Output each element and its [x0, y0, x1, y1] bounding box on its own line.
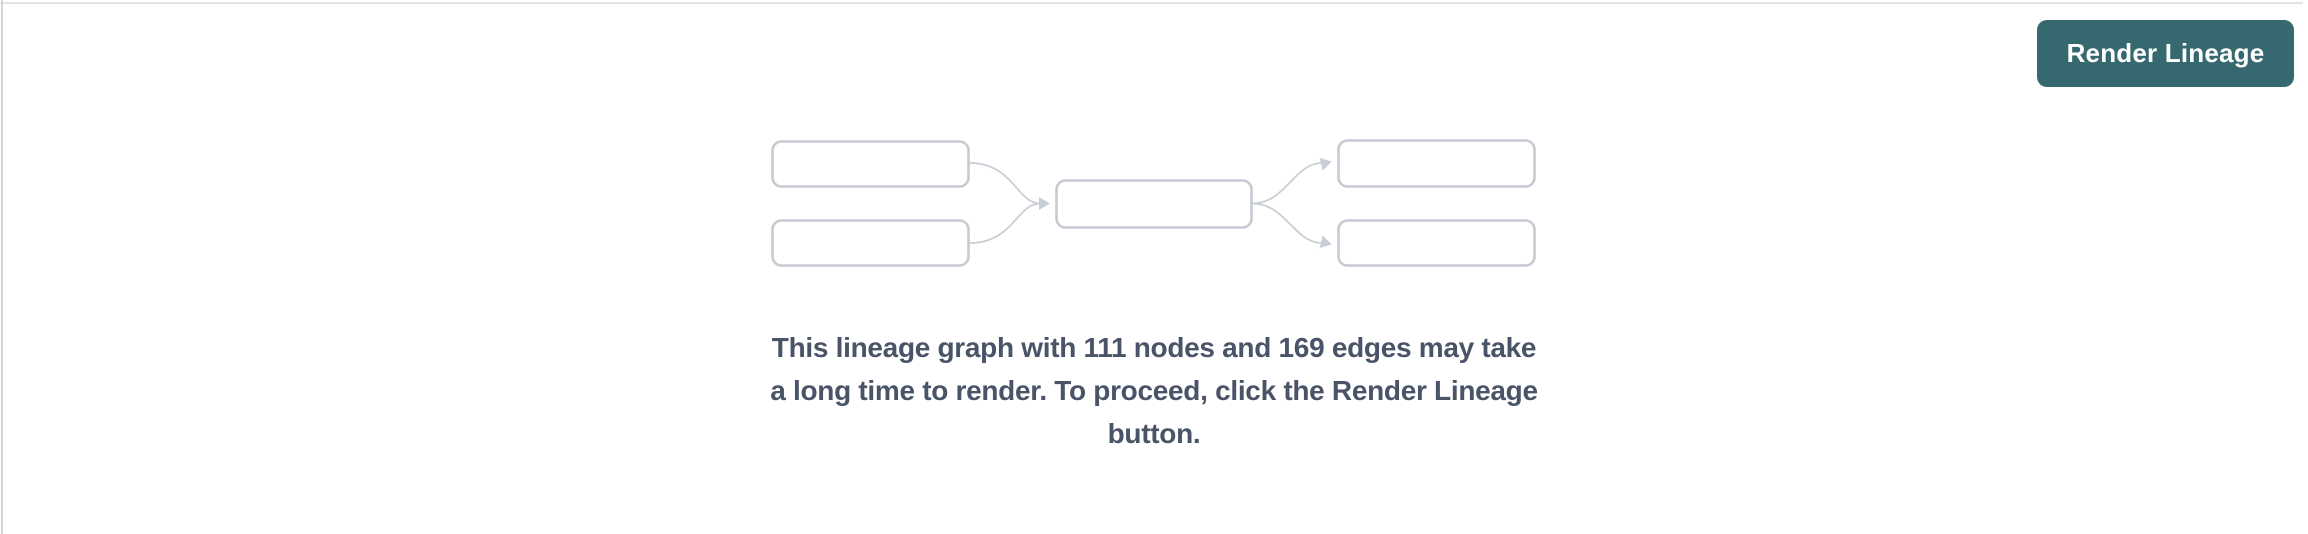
- placeholder-arrowheads: [1039, 157, 1332, 249]
- message-line-1: This lineage graph with 111 nodes and 16…: [771, 332, 1537, 363]
- message-line-3: button.: [1107, 418, 1201, 449]
- lineage-graph-placeholder-icon: [771, 139, 1536, 267]
- render-lineage-button[interactable]: Render Lineage: [2037, 20, 2294, 87]
- lineage-warning-message: This lineage graph with 111 nodes and 16…: [704, 326, 1604, 455]
- panel-left-border: [1, 0, 3, 534]
- placeholder-nodes: [771, 139, 1536, 267]
- panel-top-border: [0, 2, 2303, 4]
- message-line-2: a long time to render. To proceed, click…: [770, 375, 1538, 406]
- placeholder-edges: [969, 162, 1323, 244]
